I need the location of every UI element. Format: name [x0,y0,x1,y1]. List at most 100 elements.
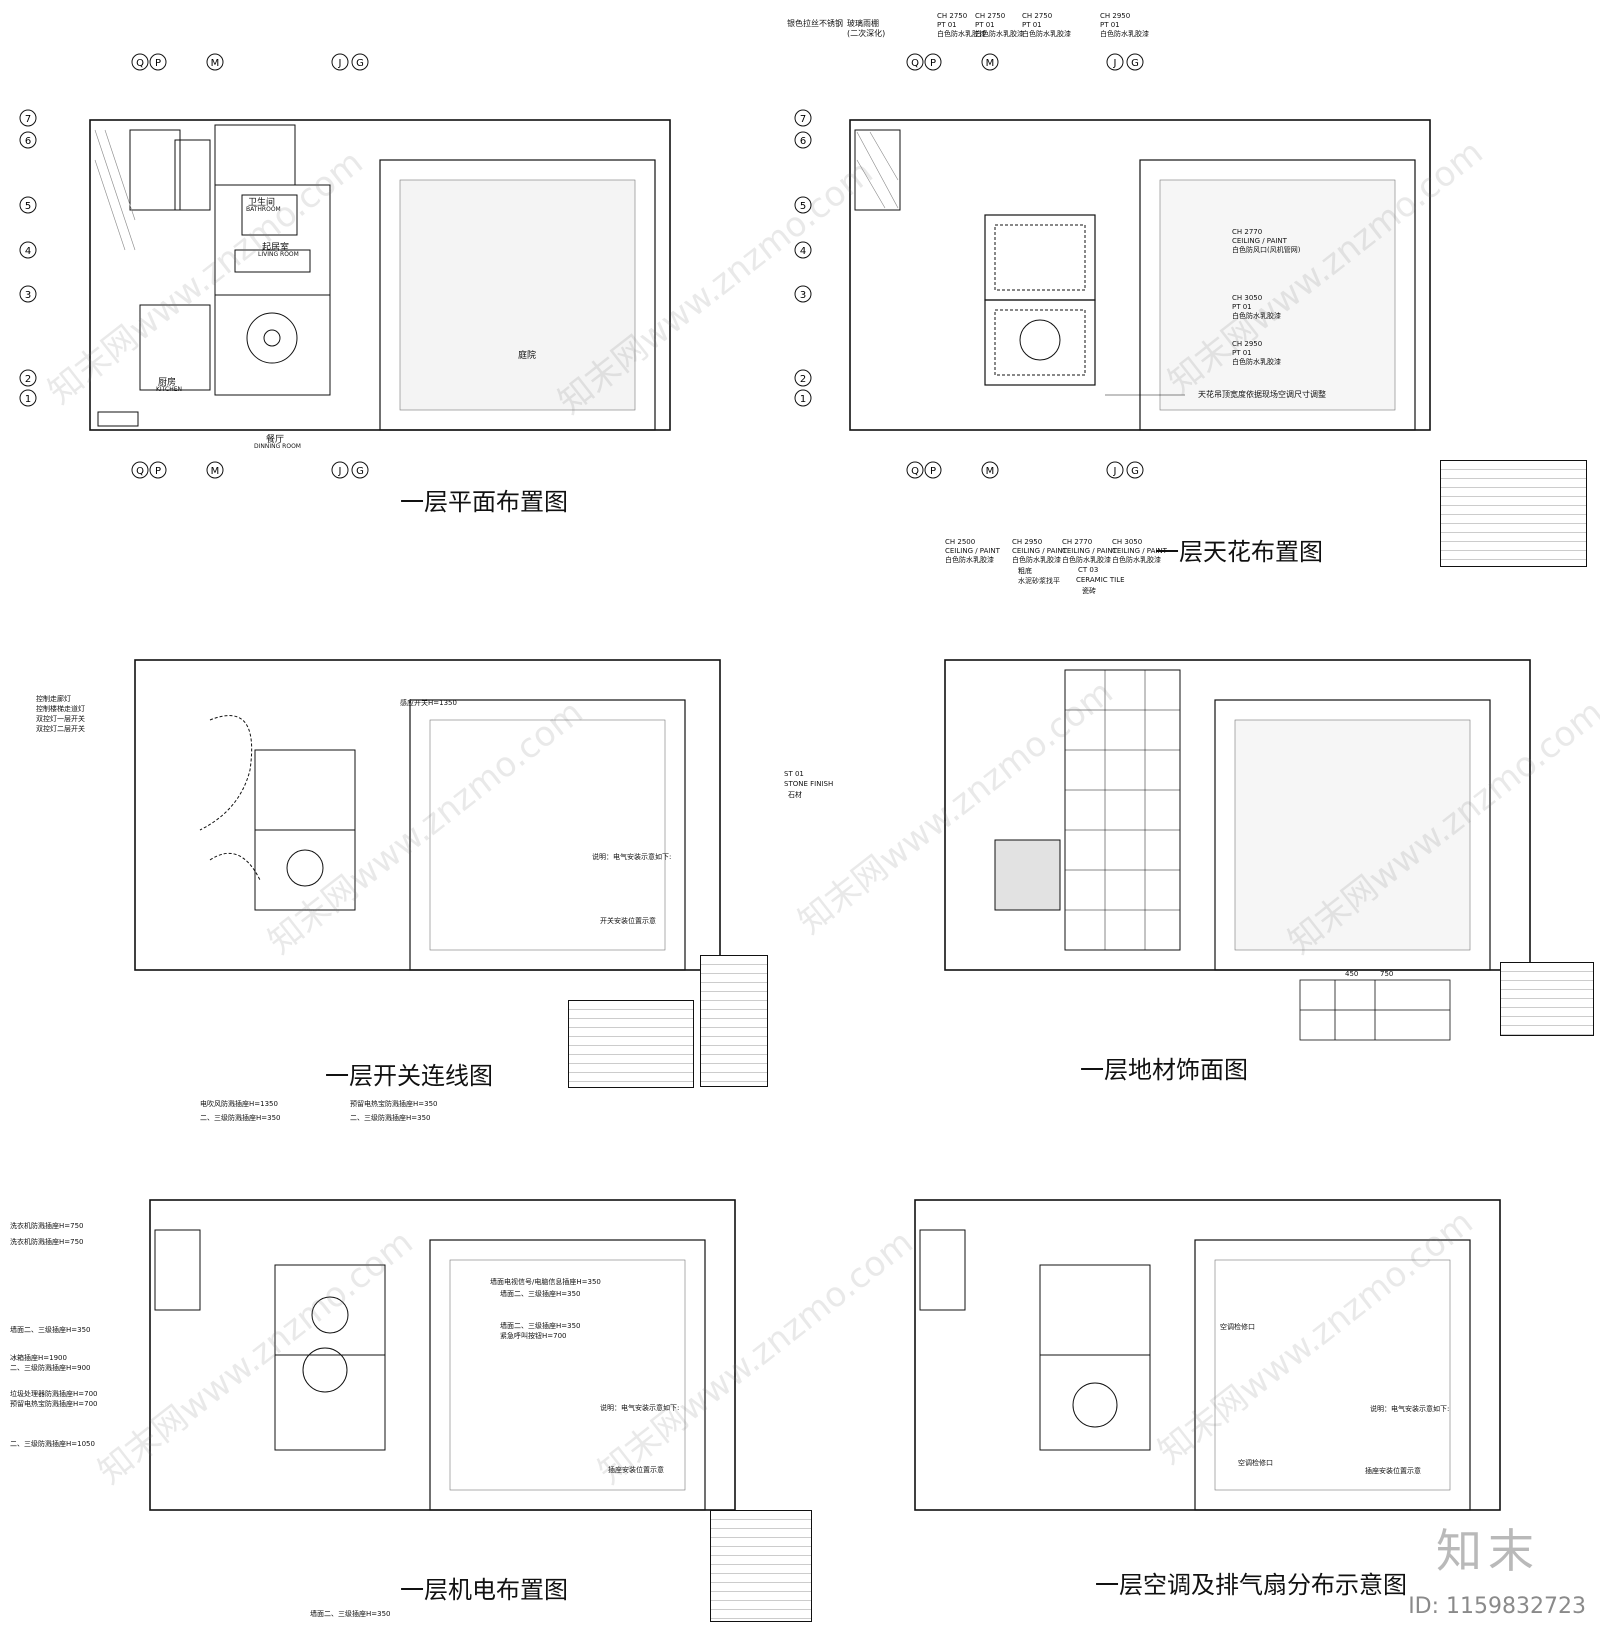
elec-note: 墙面电视信号/电脑信息插座H=350 [490,1278,601,1286]
switch-note-corridor: 控制走廊灯 [36,695,71,703]
grid-label: P [930,466,936,477]
grid-bubble [794,285,812,303]
grid-label: P [930,58,936,69]
grid-label: 4 [800,246,806,257]
grid-bubble [924,53,942,71]
grid-bubble [1126,461,1144,479]
floor-note-base: 粗底 [1018,567,1032,575]
grid-bubble [1106,53,1124,71]
sheet-title-ceiling-plan: 一层天花布置图 [1155,538,1323,566]
sheet-title-hvac: 一层空调及排气扇分布示意图 [1095,1571,1407,1599]
legend-table [1440,460,1587,567]
switch-note-desc: 说明：电气安装示意如下: [592,853,672,861]
ceiling-note-steel: 银色拉丝不锈钢 [787,19,843,28]
floor-note-mortar: 水泥砂浆找平 [1018,577,1060,585]
grid-bubble [351,461,369,479]
grid-label: 2 [800,374,806,385]
room-label-bathroom-en: BATHROOM [246,206,281,213]
switch-plan-drawing [134,659,721,971]
room-label-bathroom: 卫生间 [248,198,276,208]
floor-note-ceramic: CERAMIC TILE [1076,576,1125,584]
grid-label: 1 [25,394,31,405]
room-label-living-en: LIVING ROOM [258,251,299,258]
ceiling-note-deepen: (二次深化) [847,29,886,38]
legend-table [1500,962,1594,1036]
room-label-dining-en: DINNING ROOM [254,443,301,450]
hvac-note-install: 插座安装位置示意 [1365,1467,1421,1475]
elec-note: 墙面二、三级插座H=350 [310,1610,391,1618]
elec-note: 冰箱插座H=1900 [10,1354,67,1362]
grid-bubble [19,109,37,127]
electrical-drawing [149,1199,736,1511]
hvac-note-access: 空调检修口 [1220,1323,1255,1331]
floor-note-stone: STONE FINISH [784,780,834,788]
room-label-kitchen: 厨房 [158,378,177,388]
brand-logo: 知末 [1436,1524,1540,1578]
elec-note: 墙面二、三级插座H=350 [500,1322,581,1330]
elec-note: 预留电热宝防溅插座H=700 [10,1400,98,1408]
grid-label: 6 [800,136,806,147]
room-label-dining: 餐厅 [266,435,285,445]
grid-label: M [211,466,220,477]
switch-note-stair: 控制楼梯走道灯 [36,705,85,713]
floor-pattern-dim: 750 [1380,970,1394,978]
grid-label: J [338,58,342,69]
grid-bubble [131,461,149,479]
grid-bubble [794,369,812,387]
grid-bubble [794,241,812,259]
floor-pattern-dim: 450 [1345,970,1359,978]
sheet-switch-plan: 控制走廊灯 控制楼梯走道灯 双控灯一层开关 双控灯二层开关 感应开关H=1350… [36,610,780,1090]
grid-bubble [19,369,37,387]
sheet-title-switch-plan: 一层开关连线图 [325,1062,493,1090]
hvac-drawing [914,1199,1501,1511]
legend-table [568,1000,694,1088]
elec-note: 墙面二、三级插座H=350 [500,1290,581,1298]
grid-bubble [331,461,349,479]
room-label-courtyard: 庭院 [518,351,537,361]
grid-bubble [924,461,942,479]
grid-label: P [155,466,161,477]
sheet-electrical: 一层机电布置图 [70,1140,790,1604]
sheet-title-floor-plan: 一层平面布置图 [400,488,568,516]
elec-note: 二、三级防溅插座H=900 [10,1364,91,1372]
grid-bubble [351,53,369,71]
floor-note-tile: 瓷砖 [1082,587,1096,595]
grid-label: G [356,58,364,69]
switch-note-2way1: 双控灯一层开关 [36,715,85,723]
grid-label: 7 [25,114,31,125]
grid-label: 4 [25,246,31,257]
grid-label: J [338,466,342,477]
grid-label: M [986,466,995,477]
grid-label: 2 [25,374,31,385]
floor-finish-drawing [944,659,1531,1041]
grid-bubble [794,109,812,127]
grid-bubble [19,285,37,303]
legend-table [710,1510,812,1622]
grid-label: Q [136,466,144,477]
sheet-title-floor-finish: 一层地材饰面图 [1080,1056,1248,1084]
grid-label: 3 [800,290,806,301]
grid-label: 3 [25,290,31,301]
room-label-living: 起居室 [262,243,290,253]
grid-label: Q [911,466,919,477]
room-label-kitchen-en: KITCHEN [156,386,182,393]
switch-note-install: 开关安装位置示意 [600,917,656,925]
grid-label: 6 [25,136,31,147]
grid-label: 7 [800,114,806,125]
grid-label: J [1113,466,1117,477]
grid-bubble [981,53,999,71]
floor-note-ct: CT 03 [1078,566,1099,574]
hvac-note-access: 空调检修口 [1238,1459,1273,1467]
